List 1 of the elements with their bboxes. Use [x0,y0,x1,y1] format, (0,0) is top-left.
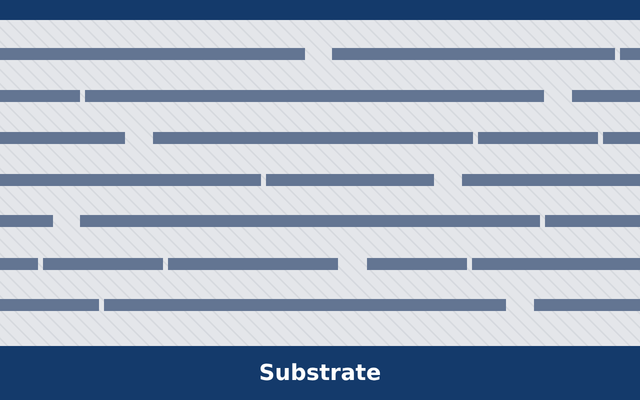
substrate-layer: Substrate [0,346,640,400]
